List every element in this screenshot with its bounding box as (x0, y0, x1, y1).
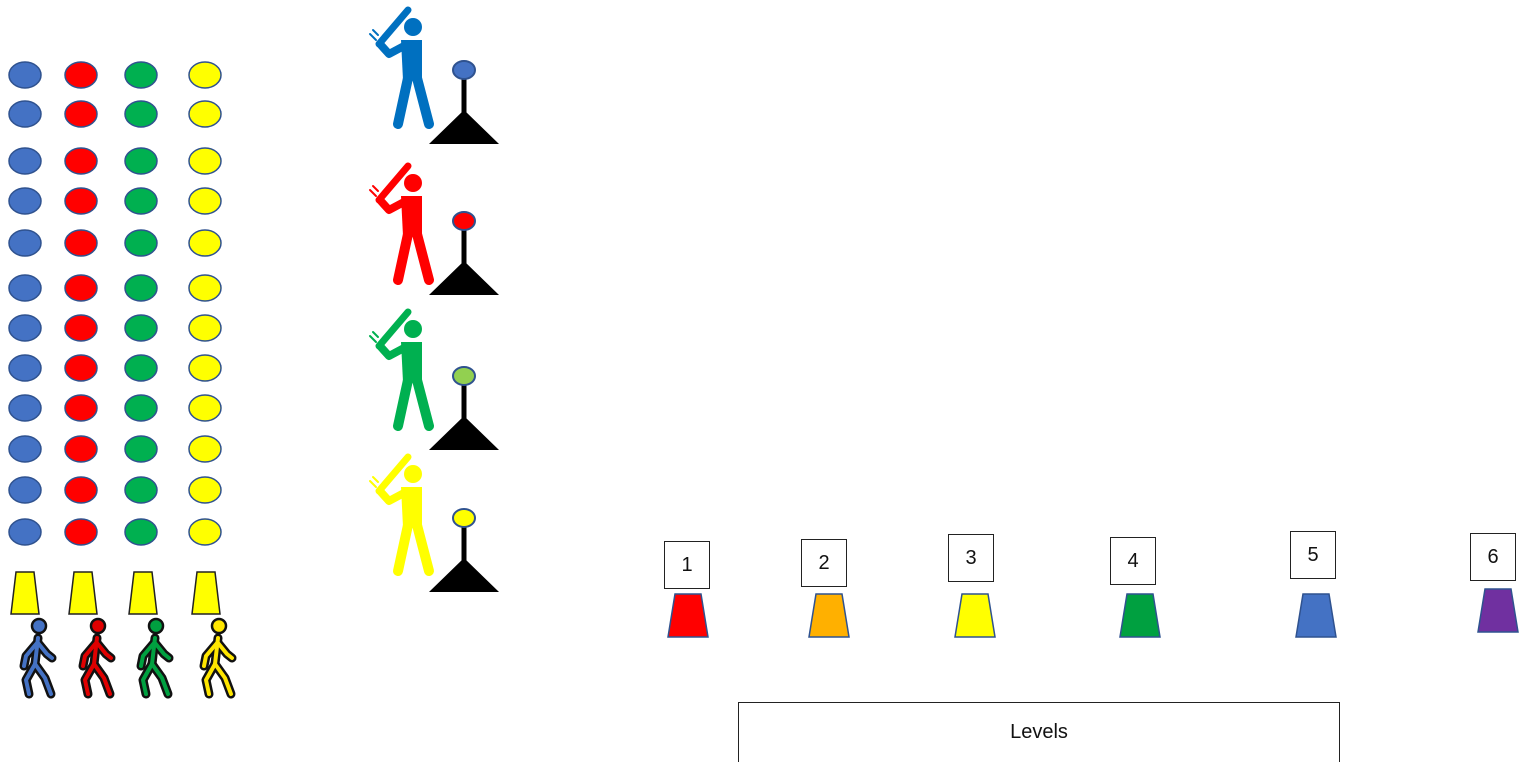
level-number: 5 (1307, 544, 1318, 567)
walking-person-icon (83, 619, 111, 694)
ball-icon (65, 101, 97, 127)
level-number: 3 (965, 547, 976, 570)
ball-icon (125, 101, 157, 127)
ball-icon (453, 367, 475, 385)
level-number: 6 (1487, 546, 1498, 569)
ball-icon (189, 519, 221, 545)
level-5-cone-icon (1296, 594, 1336, 637)
ball-icon (125, 315, 157, 341)
batting-tee-icon (429, 212, 499, 295)
ball-icon (9, 315, 41, 341)
batting-tee-icon (429, 367, 499, 450)
ball-icon (9, 230, 41, 256)
level-6-cone-icon (1478, 589, 1518, 632)
level-number: 1 (681, 554, 692, 577)
level-1-box: 1 (664, 541, 710, 589)
walking-person-icon (141, 619, 169, 694)
ball-icon (65, 436, 97, 462)
ball-icon (453, 61, 475, 79)
ball-column-blue (9, 62, 41, 545)
ball-icon (65, 395, 97, 421)
ball-icon (125, 355, 157, 381)
level-6-box: 6 (1470, 533, 1516, 581)
ball-icon (65, 355, 97, 381)
ball-icon (9, 519, 41, 545)
walking-person-icon (24, 619, 52, 694)
ball-icon (189, 148, 221, 174)
ball-icon (189, 436, 221, 462)
ball-icon (9, 477, 41, 503)
ball-icon (189, 230, 221, 256)
ball-icon (125, 395, 157, 421)
cone-icon (129, 572, 157, 614)
ball-icon (125, 436, 157, 462)
cone-icon (11, 572, 39, 614)
level-number: 2 (818, 552, 829, 575)
ball-icon (65, 315, 97, 341)
level-4-box: 4 (1110, 537, 1156, 585)
ball-icon (125, 477, 157, 503)
cone-icon (69, 572, 97, 614)
ball-icon (189, 275, 221, 301)
level-5-box: 5 (1290, 531, 1336, 579)
batting-tee-icon (429, 509, 499, 592)
ball-icon (9, 188, 41, 214)
ball-icon (9, 355, 41, 381)
level-3-cone-icon (955, 594, 995, 637)
ball-icon (125, 275, 157, 301)
ball-icon (125, 148, 157, 174)
level-number: 4 (1127, 550, 1138, 573)
levels-label: Levels (1010, 721, 1068, 744)
ball-icon (65, 519, 97, 545)
ball-column-yellow (189, 62, 221, 545)
ball-icon (453, 212, 475, 230)
batter-icon (370, 312, 429, 426)
ball-icon (65, 188, 97, 214)
ball-icon (65, 148, 97, 174)
ball-icon (189, 188, 221, 214)
ball-icon (189, 62, 221, 88)
batter-icon (370, 457, 429, 571)
ball-icon (189, 315, 221, 341)
ball-icon (65, 230, 97, 256)
ball-icon (125, 62, 157, 88)
level-2-box: 2 (801, 539, 847, 587)
ball-icon (65, 275, 97, 301)
ball-icon (9, 101, 41, 127)
ball-icon (189, 101, 221, 127)
ball-icon (65, 477, 97, 503)
ball-icon (189, 355, 221, 381)
ball-icon (9, 395, 41, 421)
ball-icon (65, 62, 97, 88)
walking-person-icon (204, 619, 232, 694)
ball-icon (9, 275, 41, 301)
batter-icon (370, 10, 429, 124)
ball-column-red (65, 62, 97, 545)
ball-column-green (125, 62, 157, 545)
batting-tee-icon (429, 61, 499, 144)
batter-icon (370, 166, 429, 280)
levels-label-box: Levels (738, 702, 1340, 762)
level-1-cone-icon (668, 594, 708, 637)
ball-icon (125, 519, 157, 545)
ball-icon (125, 188, 157, 214)
ball-icon (125, 230, 157, 256)
level-3-box: 3 (948, 534, 994, 582)
cone-icon (192, 572, 220, 614)
ball-icon (453, 509, 475, 527)
ball-icon (9, 148, 41, 174)
ball-icon (189, 477, 221, 503)
ball-icon (189, 395, 221, 421)
level-4-cone-icon (1120, 594, 1160, 637)
level-2-cone-icon (809, 594, 849, 637)
ball-icon (9, 62, 41, 88)
ball-icon (9, 436, 41, 462)
